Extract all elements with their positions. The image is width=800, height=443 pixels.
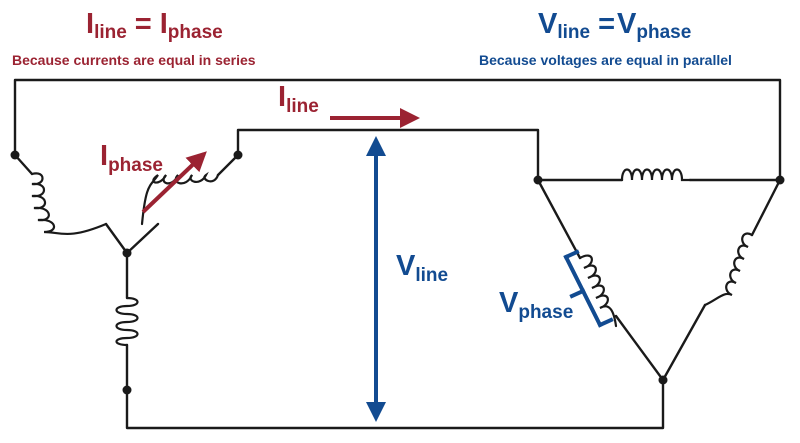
- node-dot: [122, 248, 132, 258]
- coils: [30, 168, 754, 347]
- delta-top-coil: [620, 168, 692, 182]
- node-dot: [775, 175, 785, 185]
- right-eq-lhs-sub: line: [557, 22, 590, 43]
- i-phase-arrow: [141, 151, 207, 214]
- v-line-label: Vline: [396, 250, 448, 286]
- top-outer-wire: [13, 78, 782, 182]
- left-eq-lhs-main: I: [86, 8, 94, 40]
- left-eq-rhs-main: I: [160, 8, 168, 40]
- junction-dots: [10, 150, 785, 395]
- bottom-line-wire: [125, 378, 665, 430]
- star-bottom-coil: [115, 296, 139, 347]
- node-dot: [233, 150, 243, 160]
- left-eq-lhs-sub: line: [94, 22, 127, 43]
- right-eq-lhs-main: V: [538, 8, 558, 40]
- left-eq-op: =: [135, 8, 152, 40]
- left-eq-rhs-sub: phase: [168, 22, 223, 43]
- i-phase-label: Iphase: [100, 140, 163, 176]
- right-note: Because voltages are equal in parallel: [479, 52, 732, 68]
- delta-left-coil: [578, 254, 618, 328]
- middle-line-wire: [236, 128, 540, 182]
- right-eq-rhs-main: V: [617, 8, 637, 40]
- delta-right-coil: [703, 232, 754, 307]
- right-eq-rhs-sub: phase: [636, 22, 691, 43]
- left-equation: Iline=Iphase: [86, 8, 223, 43]
- star-left-coil: [30, 172, 108, 236]
- node-dot: [122, 385, 132, 395]
- right-eq-op: =: [598, 8, 615, 40]
- left-note: Because currents are equal in series: [12, 52, 256, 68]
- node-dot: [10, 150, 20, 160]
- star-right-coil: [140, 171, 220, 226]
- wires: [13, 78, 782, 430]
- v-phase-bracket: [563, 249, 614, 328]
- v-phase-label: Vphase: [499, 287, 573, 323]
- right-equation: Vline=Vphase: [538, 8, 691, 43]
- i-line-label: Iline: [278, 81, 319, 117]
- node-dot: [533, 175, 543, 185]
- node-dot: [658, 375, 668, 385]
